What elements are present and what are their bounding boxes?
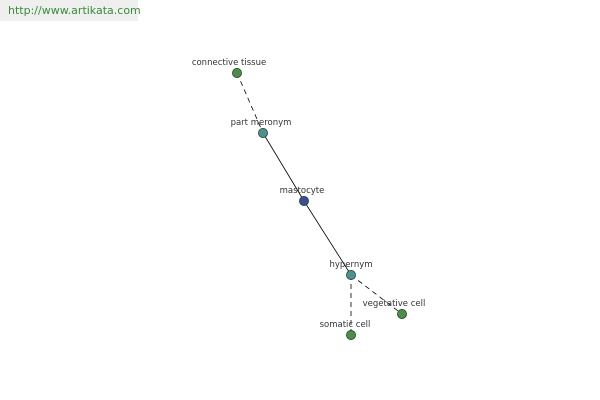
node-dot-hypernym[interactable] [346, 270, 356, 280]
node-dot-somatic-cell[interactable] [346, 330, 356, 340]
node-label-mastocyte: mastocyte [280, 186, 325, 196]
node-mastocyte[interactable]: mastocyte [280, 186, 325, 206]
node-connective-tissue[interactable]: connective tissue [192, 58, 266, 78]
node-label-hypernym: hypernym [329, 260, 372, 270]
source-url-link[interactable]: http://www.artikata.com [8, 4, 141, 17]
node-label-part-meronym: part meronym [231, 118, 292, 128]
node-label-somatic-cell: somatic cell [320, 320, 371, 330]
node-label-connective-tissue: connective tissue [192, 58, 266, 68]
node-dot-connective-tissue[interactable] [232, 68, 242, 78]
node-dot-part-meronym[interactable] [258, 128, 268, 138]
node-part-meronym[interactable]: part meronym [231, 118, 292, 138]
edge-part-meronym-to-mastocyte [262, 132, 305, 202]
graph-edges [236, 72, 403, 335]
node-somatic-cell[interactable]: somatic cell [320, 320, 371, 340]
node-dot-vegetative-cell[interactable] [397, 309, 407, 319]
source-banner: http://www.artikata.com [0, 0, 141, 21]
node-vegetative-cell[interactable]: vegetative cell [363, 299, 426, 319]
edge-mastocyte-to-hypernym [303, 200, 352, 276]
node-label-vegetative-cell: vegetative cell [363, 299, 426, 309]
edge-hypernym-to-vegetative-cell [350, 274, 403, 315]
node-dot-mastocyte[interactable] [299, 196, 309, 206]
edge-connective-tissue-to-part-meronym [236, 72, 264, 134]
node-hypernym[interactable]: hypernym [329, 260, 373, 280]
graph-nodes: connective tissue part meronym mastocyte hy… [192, 58, 426, 340]
